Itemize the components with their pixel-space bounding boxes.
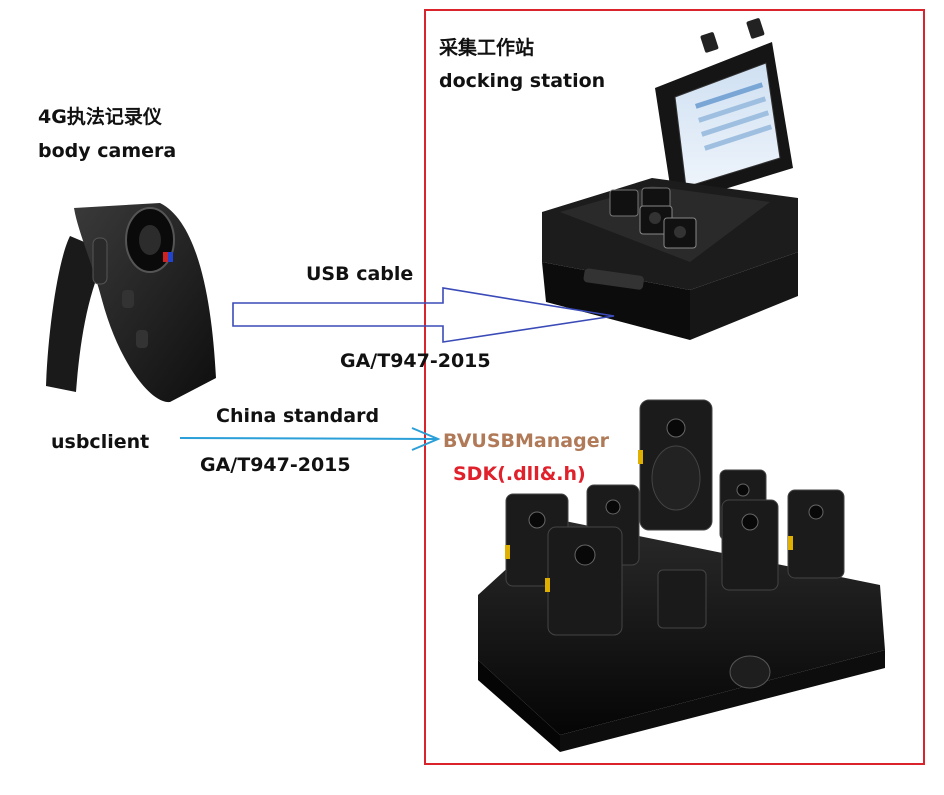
docking-station-cn-label: 采集工作站 [439,37,534,60]
usbclient-label: usbclient [51,431,149,454]
sdk-label: SDK(.dll&.h) [453,463,586,486]
china-standard-label: China standard [216,405,379,428]
body-camera-en-label: body camera [38,140,176,163]
body-camera-cn-label: 4G执法记录仪 [38,106,162,129]
docking-station-en-label: docking station [439,70,605,93]
usb-standard-label: GA/T947-2015 [340,350,491,373]
client-standard-label: GA/T947-2015 [200,454,351,477]
usb-cable-label: USB cable [306,263,413,286]
body-camera-image [46,203,216,402]
usbclient-arrow [180,428,438,450]
charging-base-image [478,400,885,752]
bvusbmanager-label: BVUSBManager [443,430,609,453]
docking-station-image [542,18,798,340]
